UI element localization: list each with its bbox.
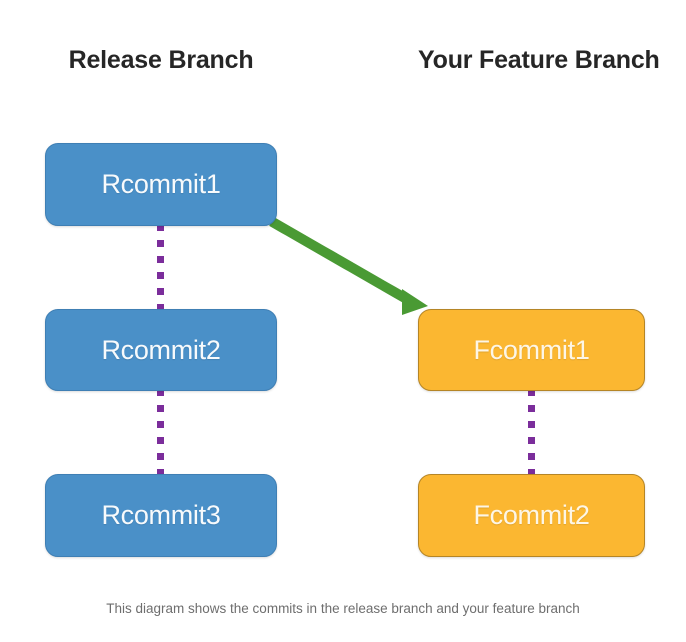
commit-node-label: Rcommit1 — [101, 169, 221, 199]
column-header-feature-branch: Your Feature Branch — [418, 46, 660, 74]
diagram-caption: This diagram shows the commits in the re… — [106, 601, 580, 616]
commit-node-rcommit3[interactable]: Rcommit3 — [45, 474, 277, 557]
column-header-release-branch: Release Branch — [68, 46, 254, 74]
commit-node-label: Fcommit2 — [473, 500, 590, 530]
commit-node-rcommit1[interactable]: Rcommit1 — [45, 143, 277, 226]
branch-arrow-rcommit1-to-fcommit1 — [269, 217, 428, 315]
branch-arrow-head-icon — [402, 289, 428, 315]
connector-fcommit1-fcommit2 — [528, 389, 535, 477]
commit-node-rcommit2[interactable]: Rcommit2 — [45, 309, 277, 391]
commit-node-label: Rcommit2 — [101, 334, 221, 365]
commit-node-label: Rcommit3 — [101, 500, 221, 530]
commit-node-fcommit2[interactable]: Fcommit2 — [418, 474, 645, 557]
connector-rcommit1-rcommit2 — [157, 224, 164, 312]
commit-node-fcommit1[interactable]: Fcommit1 — [418, 309, 645, 391]
commit-node-label: Fcommit1 — [473, 334, 590, 365]
branch-arrow-dotted-line — [269, 217, 417, 308]
connector-rcommit2-rcommit3 — [157, 389, 164, 477]
